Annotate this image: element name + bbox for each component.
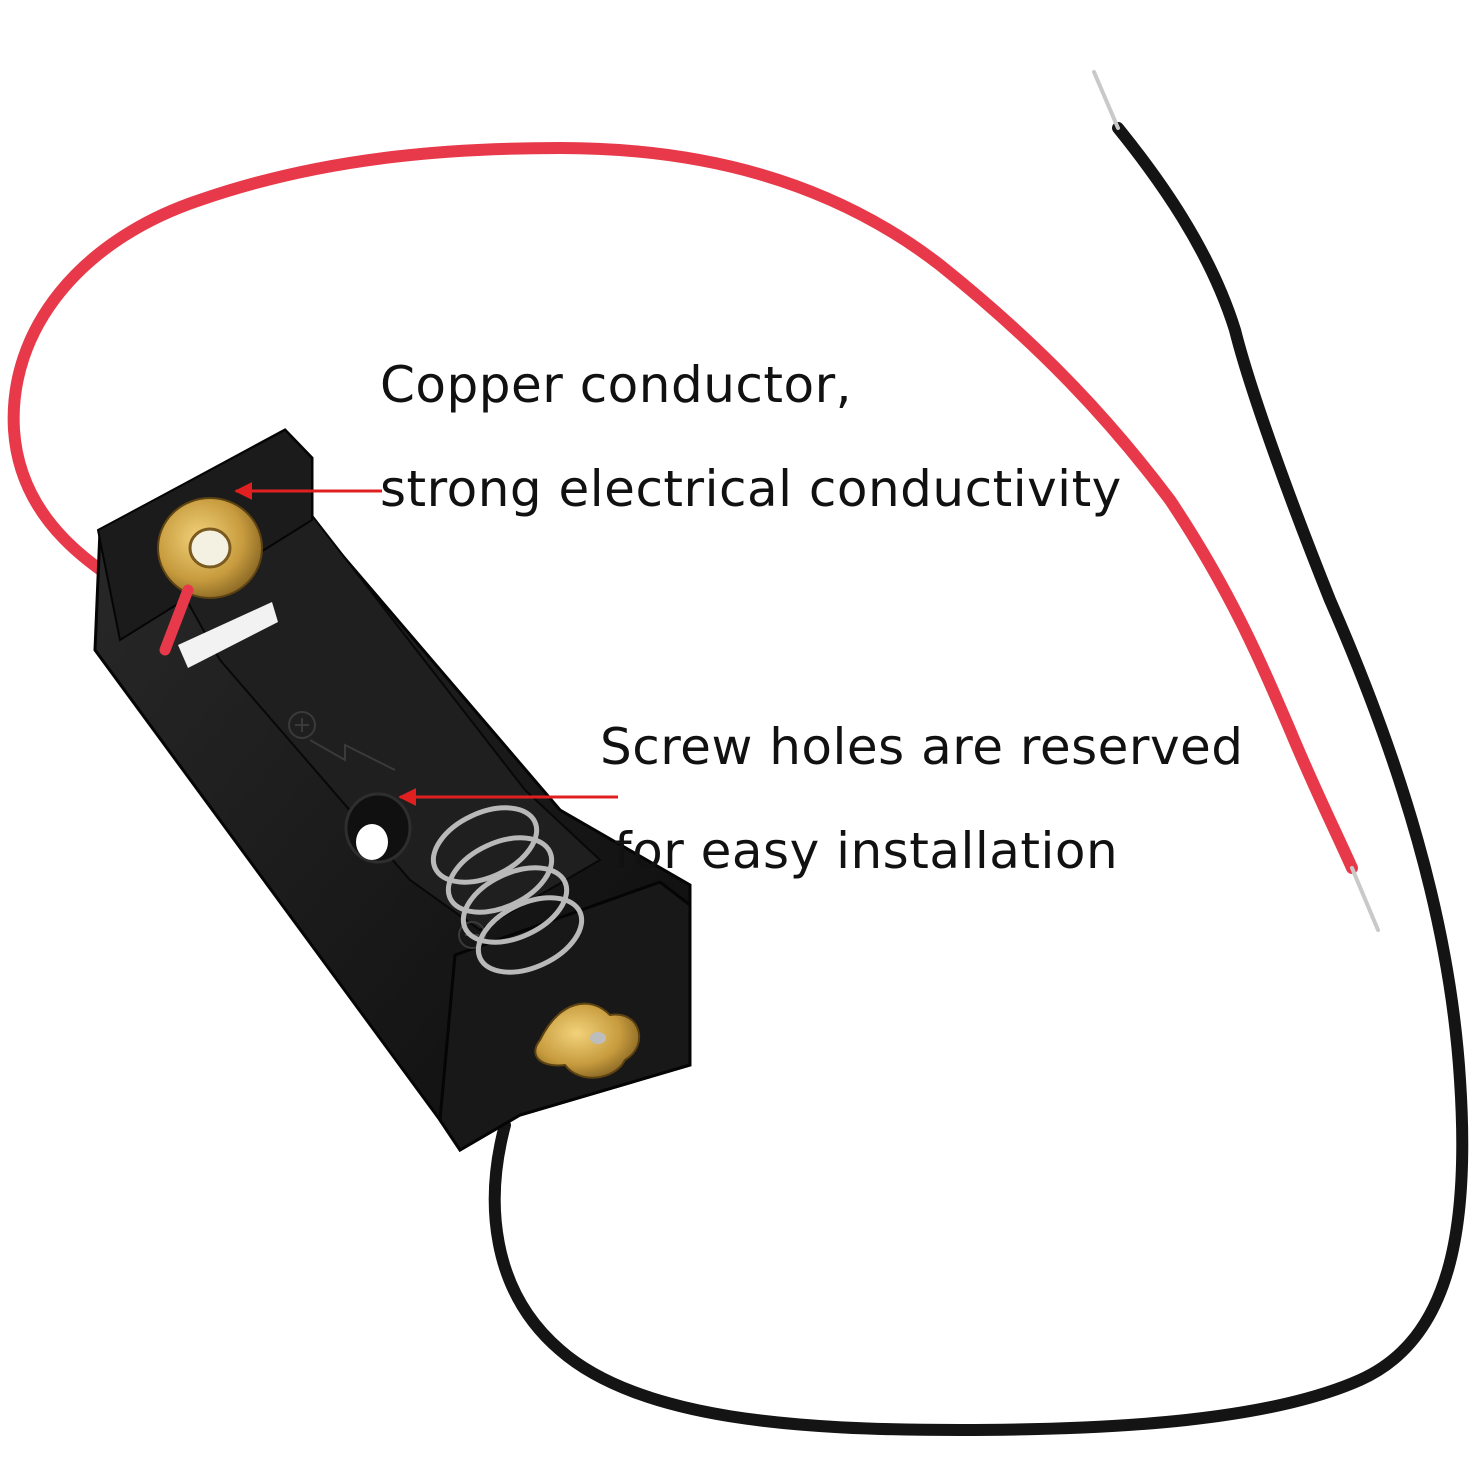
screw-hole xyxy=(344,792,412,864)
screw-callout-line1: Screw holes are reserved xyxy=(600,718,1244,776)
red-wire xyxy=(7,141,1380,932)
positive-terminal xyxy=(157,497,263,656)
spring-contact xyxy=(430,805,585,975)
plus-circle-icon xyxy=(288,711,316,739)
copper-callout-line1: Copper conductor, xyxy=(380,356,853,414)
screw-callout-line2: for easy installation xyxy=(614,822,1119,880)
negative-terminal xyxy=(534,1002,641,1079)
battery-holder xyxy=(93,428,692,1153)
black-wire xyxy=(488,70,1469,1437)
copper-callout-line2: strong electrical conductivity xyxy=(380,460,1122,518)
